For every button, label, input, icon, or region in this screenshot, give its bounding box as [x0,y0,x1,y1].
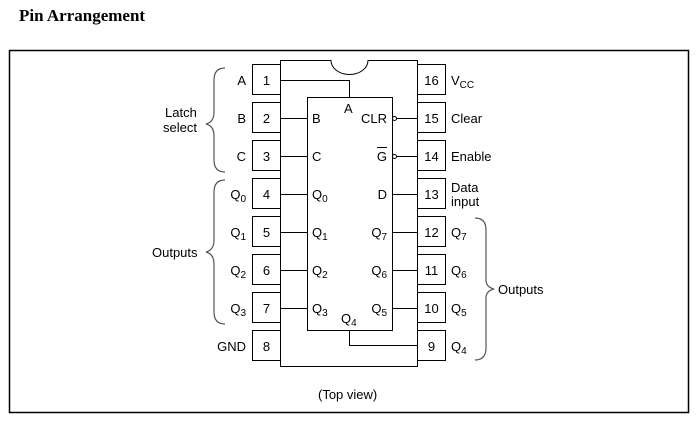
pin-1: 1A [237,64,281,95]
pin-external-label: VCC [451,73,474,91]
pin-box [417,102,446,133]
pin-number: 9 [428,339,435,354]
pin-internal-label: Q6 [371,263,387,281]
pin-internal-label: Q2 [312,263,328,281]
pin-11: 11 Q6 Q6 [371,254,467,285]
pin-external-label: Q3 [230,301,246,319]
pin-number: 15 [424,111,438,126]
pin-internal-label: Q5 [371,301,387,319]
wire-q4-to-pin9 [349,330,418,346]
pin-box [417,140,446,171]
pin-6: 6 Q2 Q2 [230,254,328,285]
pin-number: 4 [263,187,270,202]
pin-3: 3 C C [237,140,321,171]
pin-10: 10 Q5 Q5 [371,292,467,323]
inversion-bubble [392,154,397,159]
pin-internal-label: C [312,149,321,164]
pin-box [417,254,446,285]
pin-external-label: Q2 [230,263,246,281]
pin-box [252,178,281,209]
pin-box [252,330,281,361]
pin-external-label: A [237,73,246,88]
pin-box [252,140,281,171]
pin-number: 14 [424,149,438,164]
pin-internal-label: B [312,111,321,126]
pin-5: 5 Q1 Q1 [230,216,328,247]
page-title: Pin Arrangement [19,6,146,25]
pin-7: 7 Q3 Q3 [230,292,328,323]
pin-external-label: Q1 [230,225,246,243]
latch-select-label-line2: select [163,120,197,135]
pin-4: 4 Q0 Q0 [230,178,328,209]
inversion-bubble [392,116,397,121]
wire-pin1-to-a [280,80,350,98]
diagram-frame [8,49,690,414]
pin-12: 12 Q7 Q7 [371,216,467,247]
pin-number: 5 [263,225,270,240]
pin-number: 16 [424,73,438,88]
ic-package-body [280,60,418,367]
pin-internal-label: CLR [361,111,387,126]
pin-box [417,292,446,323]
pin-external-label: Enable [451,149,491,164]
pin-external-label-line2: input [451,194,480,209]
pin-number: 10 [424,301,438,316]
pin-box [417,64,446,95]
top-view-caption: (Top view) [318,387,377,402]
pin-number: 8 [263,339,270,354]
latch-select-label-line1: Latch [165,105,197,120]
pin-internal-label: Q1 [312,225,328,243]
right-outputs-label: Outputs [498,282,544,297]
pin-number: 11 [425,263,439,278]
pin-internal-label: G [377,149,387,164]
pin-9: 9 Q4 [417,330,467,361]
pin-external-label: B [237,111,246,126]
pin-external-label: Data [451,180,479,195]
pin-8: 8 GND [217,330,281,361]
pin-box [252,102,281,133]
pin-number: 6 [263,263,270,278]
pin-2: 2 B B [237,102,321,133]
pin-external-label: GND [217,339,246,354]
pin-external-label: Q7 [451,225,467,243]
pin-number: 3 [263,149,270,164]
internal-a-label: A [344,101,353,116]
pin-external-label: Q4 [451,339,467,357]
pin-internal-label: Q3 [312,301,328,319]
pin-external-label: C [237,149,246,164]
left-outputs-label: Outputs [152,245,198,260]
pin-external-label: Q5 [451,301,467,319]
internal-logic-block [307,97,393,331]
internal-q4-label: Q4 [341,311,357,329]
pin-internal-label: Q0 [312,187,328,205]
pin-number: 1 [263,73,270,88]
pin-box [252,216,281,247]
pin-box [417,330,446,361]
pin-box [252,254,281,285]
latch-select-brace [205,67,226,173]
left-outputs-brace [205,179,226,325]
pin-number: 2 [263,111,270,126]
pin-internal-label: D [378,187,387,202]
pin-internal-label: Q7 [371,225,387,243]
pin-number: 7 [263,301,270,316]
pin-box [417,216,446,247]
pin-15: 15 Clear CLR [361,102,483,133]
right-outputs-brace [474,217,495,361]
pin-14: 14 Enable G [377,140,491,171]
pin-box [252,64,281,95]
pin-external-label: Clear [451,111,483,126]
pin-16: 16 VCC [417,64,474,95]
pin-box [417,178,446,209]
pin-number: 12 [424,225,438,240]
pin-number: 13 [424,187,438,202]
pin-external-label: Q0 [230,187,246,205]
pin-external-label: Q6 [451,263,467,281]
pin-box [252,292,281,323]
